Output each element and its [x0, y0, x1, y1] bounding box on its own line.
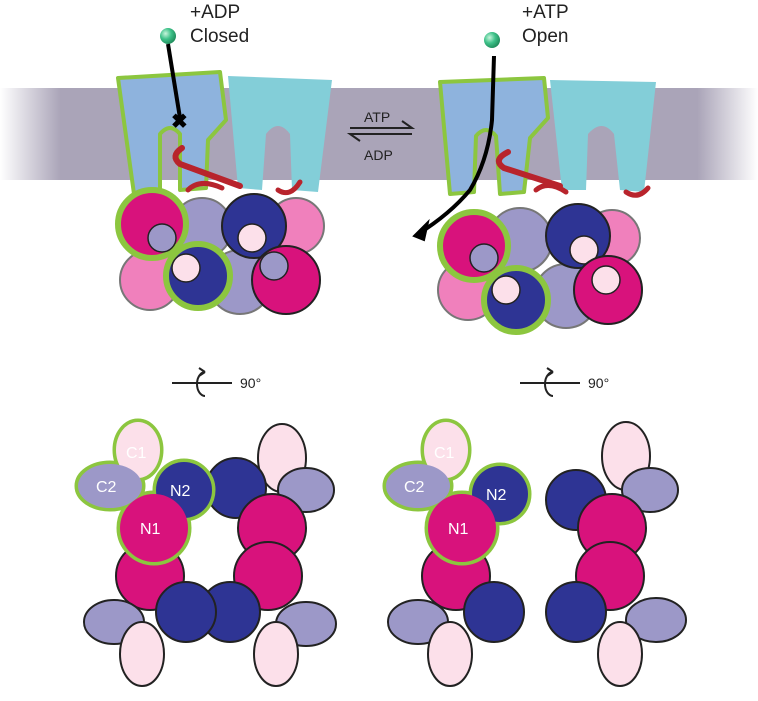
- right-nucleotide-label: +ATP: [522, 2, 569, 23]
- c2-lobe: [621, 467, 679, 513]
- closed-dimer-view: C1 C2 N2 N1: [74, 418, 337, 687]
- tm-domain-blue: [116, 70, 228, 196]
- equilibrium-arrows: ATP ADP: [346, 109, 416, 163]
- forward-arrow-icon: [350, 120, 416, 129]
- n1-label: N1: [140, 521, 161, 538]
- c1-lobe: [427, 621, 473, 687]
- rotation-label: 90°: [240, 375, 261, 391]
- nbd-pale-small: [171, 253, 201, 283]
- plug-loop: [495, 149, 563, 189]
- c1-lobe: [597, 621, 643, 687]
- plug-loop: [172, 145, 243, 189]
- rotation-label: 90°: [588, 375, 609, 391]
- n2-domain: [463, 581, 525, 643]
- tm-domain-cyan: [550, 80, 656, 192]
- open-transporter: [412, 32, 656, 335]
- rotate-icon: [520, 367, 580, 397]
- substrate-path: [416, 55, 496, 236]
- n2-domain: [155, 581, 217, 643]
- open-dimer-view: C1 C2 N2 N1: [382, 418, 687, 687]
- block-icon: ✖: [171, 111, 188, 133]
- n2-domain: [545, 581, 607, 643]
- plug-loop: [623, 185, 651, 198]
- nbd-pale-small: [591, 265, 621, 295]
- nbd-pale-small: [237, 223, 267, 253]
- substrate-icon: [160, 28, 176, 44]
- c2-lobe: [625, 597, 687, 643]
- n1-label: N1: [448, 521, 469, 538]
- reverse-arrow-icon: [346, 133, 412, 142]
- nbd-lavender-small: [147, 223, 177, 253]
- plug-loop: [185, 181, 225, 193]
- left-nucleotide-label: +ADP: [190, 2, 240, 23]
- nbd-pale-small: [569, 235, 599, 265]
- exit-arrow-icon: [412, 218, 430, 242]
- nbd-magenta-active: [437, 209, 511, 283]
- closed-transporter: ✖: [115, 28, 332, 315]
- c2-label: C2: [404, 479, 425, 496]
- reverse-label: ADP: [364, 147, 393, 163]
- highlighted-subunit-fill: [78, 422, 212, 562]
- left-state-label: Closed: [190, 26, 249, 47]
- nbd-lavender-small: [469, 243, 499, 273]
- rotate-icon: [172, 367, 232, 397]
- c1-label: C1: [434, 445, 455, 462]
- right-state-label: Open: [522, 26, 568, 47]
- nbd-magenta: [251, 245, 321, 315]
- c1-label: C1: [126, 445, 147, 462]
- n2-label: N2: [170, 483, 191, 500]
- substrate-icon: [484, 32, 500, 48]
- rotation-indicator-right: 90°: [520, 367, 609, 397]
- substrate-path: [166, 43, 182, 119]
- c1-lobe: [119, 621, 165, 687]
- c2-label: C2: [96, 479, 117, 496]
- plug-loop: [533, 183, 569, 195]
- c1-lobe: [253, 621, 299, 687]
- n2-label: N2: [486, 487, 507, 504]
- plug-loop: [275, 179, 303, 196]
- nbd-pale-small: [491, 275, 521, 305]
- forward-label: ATP: [364, 109, 390, 125]
- tm-domain-cyan: [228, 76, 332, 192]
- highlighted-subunit-fill: [386, 422, 528, 562]
- nbd-lavender-small: [259, 251, 289, 281]
- rotation-indicator-left: 90°: [172, 367, 261, 397]
